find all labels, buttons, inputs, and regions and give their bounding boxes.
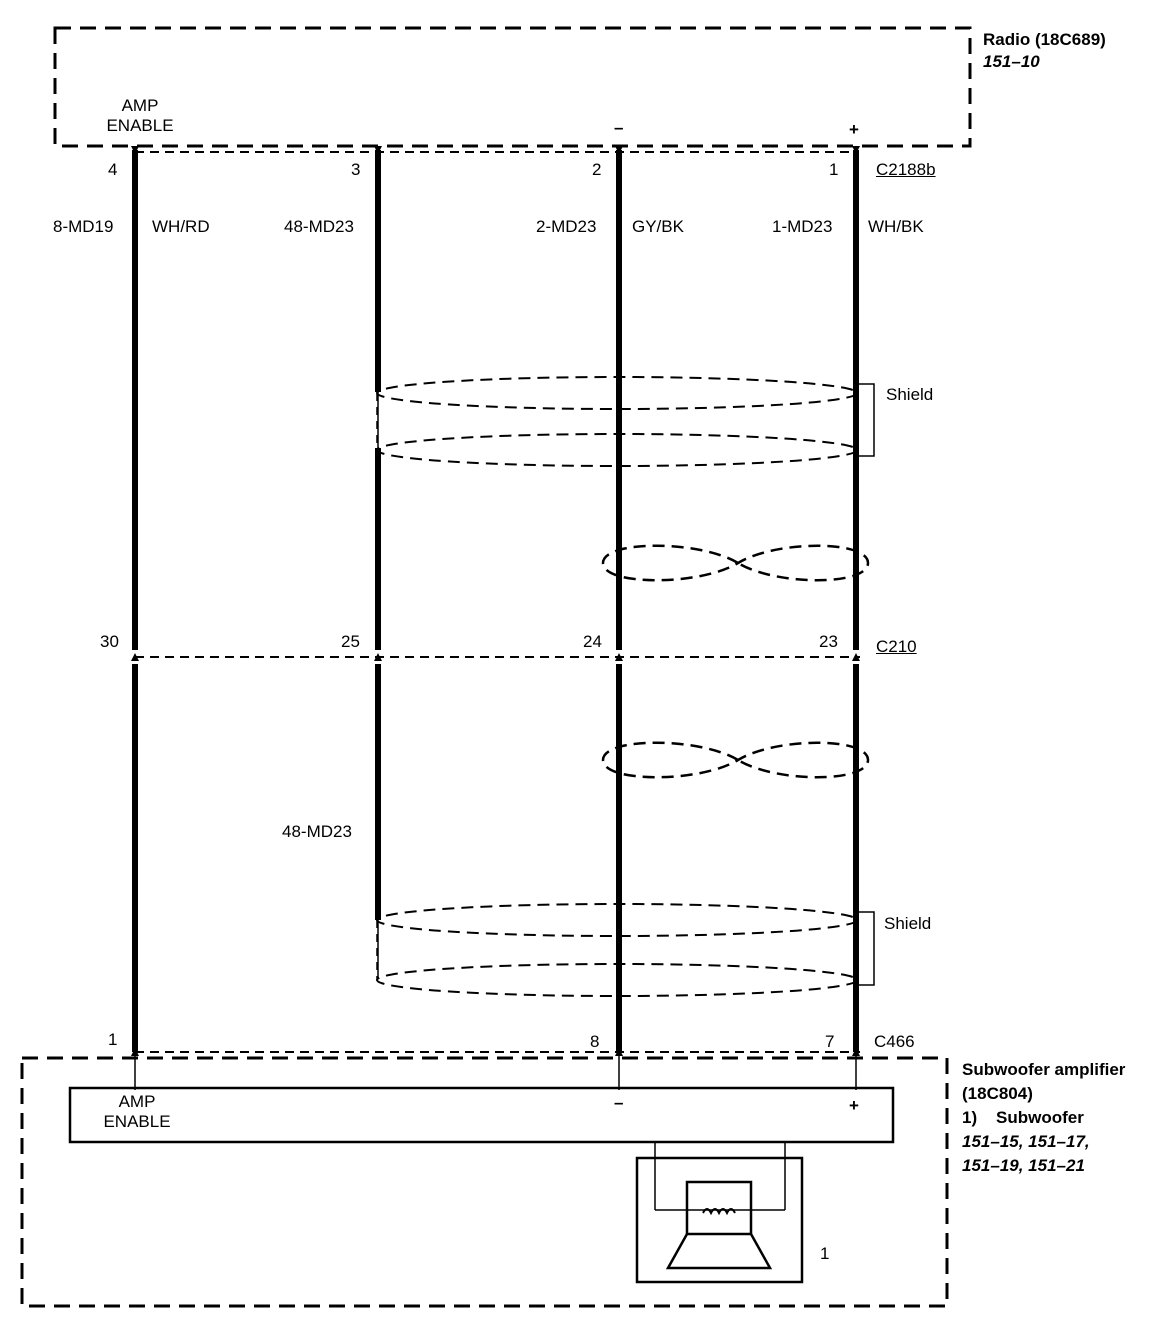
- amp-plus-terminal: +: [849, 1096, 859, 1115]
- pin-c2188b-2: 2: [592, 160, 602, 179]
- pin-c466-8: 8: [590, 1032, 600, 1051]
- amp-enable-line2: ENABLE: [103, 1112, 171, 1131]
- radio-box: [53, 26, 972, 148]
- wire-1-color: WH/RD: [152, 217, 210, 236]
- amplifier-refs-line1: 151–15, 151–17,: [962, 1132, 1090, 1151]
- wire-2-circuit: 48-MD23: [284, 217, 354, 236]
- twisted-pair-lower: [601, 741, 870, 779]
- wire-4-circuit: 1-MD23: [772, 217, 833, 236]
- amplifier-box: [20, 1056, 949, 1308]
- twisted-pair-upper: [601, 544, 870, 582]
- pin-c210-30: 30: [100, 632, 119, 651]
- amp-enable-line1: AMP: [118, 1092, 156, 1111]
- radio-amp-enable-line2: ENABLE: [106, 116, 174, 135]
- pin-c210-23: 23: [819, 632, 838, 651]
- connector-c466-label: C466: [874, 1032, 915, 1051]
- shield-top-label: Shield: [886, 385, 934, 404]
- connector-c2188b-label: C2188b: [876, 160, 936, 179]
- amplifier-terminal-bar: [68, 1086, 895, 1144]
- pin-c2188b-4: 4: [108, 160, 118, 179]
- wire-3-circuit: 2-MD23: [536, 217, 597, 236]
- radio-title: Radio (18C689): [983, 30, 1106, 49]
- pin-c210-25: 25: [341, 632, 360, 651]
- pin-markers: [131, 146, 860, 1056]
- wire-1-circuit: 8-MD19: [53, 217, 114, 236]
- speaker-callout: 1: [820, 1244, 830, 1263]
- amplifier-title-line2: (18C804): [962, 1084, 1033, 1103]
- shield-bottom-symbol: [376, 903, 875, 997]
- amplifier-refs-line2: 151–19, 151–21: [962, 1156, 1085, 1175]
- wire-3-color: GY/BK: [632, 217, 684, 236]
- wire-4-color: WH/BK: [868, 217, 924, 236]
- radio-minus-terminal: –: [614, 118, 624, 137]
- amplifier-component-note: 1) Subwoofer: [962, 1108, 1084, 1127]
- pin-c466-7: 7: [825, 1032, 835, 1051]
- radio-amp-enable-line1: AMP: [121, 96, 159, 115]
- shield-bottom-label: Shield: [884, 914, 932, 933]
- subwoofer-speaker-icon: [635, 1142, 804, 1284]
- pin-c2188b-1: 1: [829, 160, 839, 179]
- amp-minus-terminal: –: [614, 1093, 624, 1112]
- amp-enable-label: AMP ENABLE: [92, 1092, 182, 1132]
- pin-c210-24: 24: [583, 632, 602, 651]
- wire-2-lower-circuit: 48-MD23: [282, 822, 352, 841]
- radio-amp-enable-label: AMP ENABLE: [95, 96, 185, 136]
- radio-plus-terminal: +: [849, 120, 859, 139]
- radio-reference: 151–10: [983, 52, 1040, 71]
- connector-c210-label: C210: [876, 637, 917, 656]
- pin-c2188b-3: 3: [351, 160, 361, 179]
- shield-top-symbol: [376, 376, 875, 467]
- amplifier-title-line1: Subwoofer amplifier: [962, 1060, 1126, 1079]
- pin-c466-1: 1: [108, 1030, 118, 1049]
